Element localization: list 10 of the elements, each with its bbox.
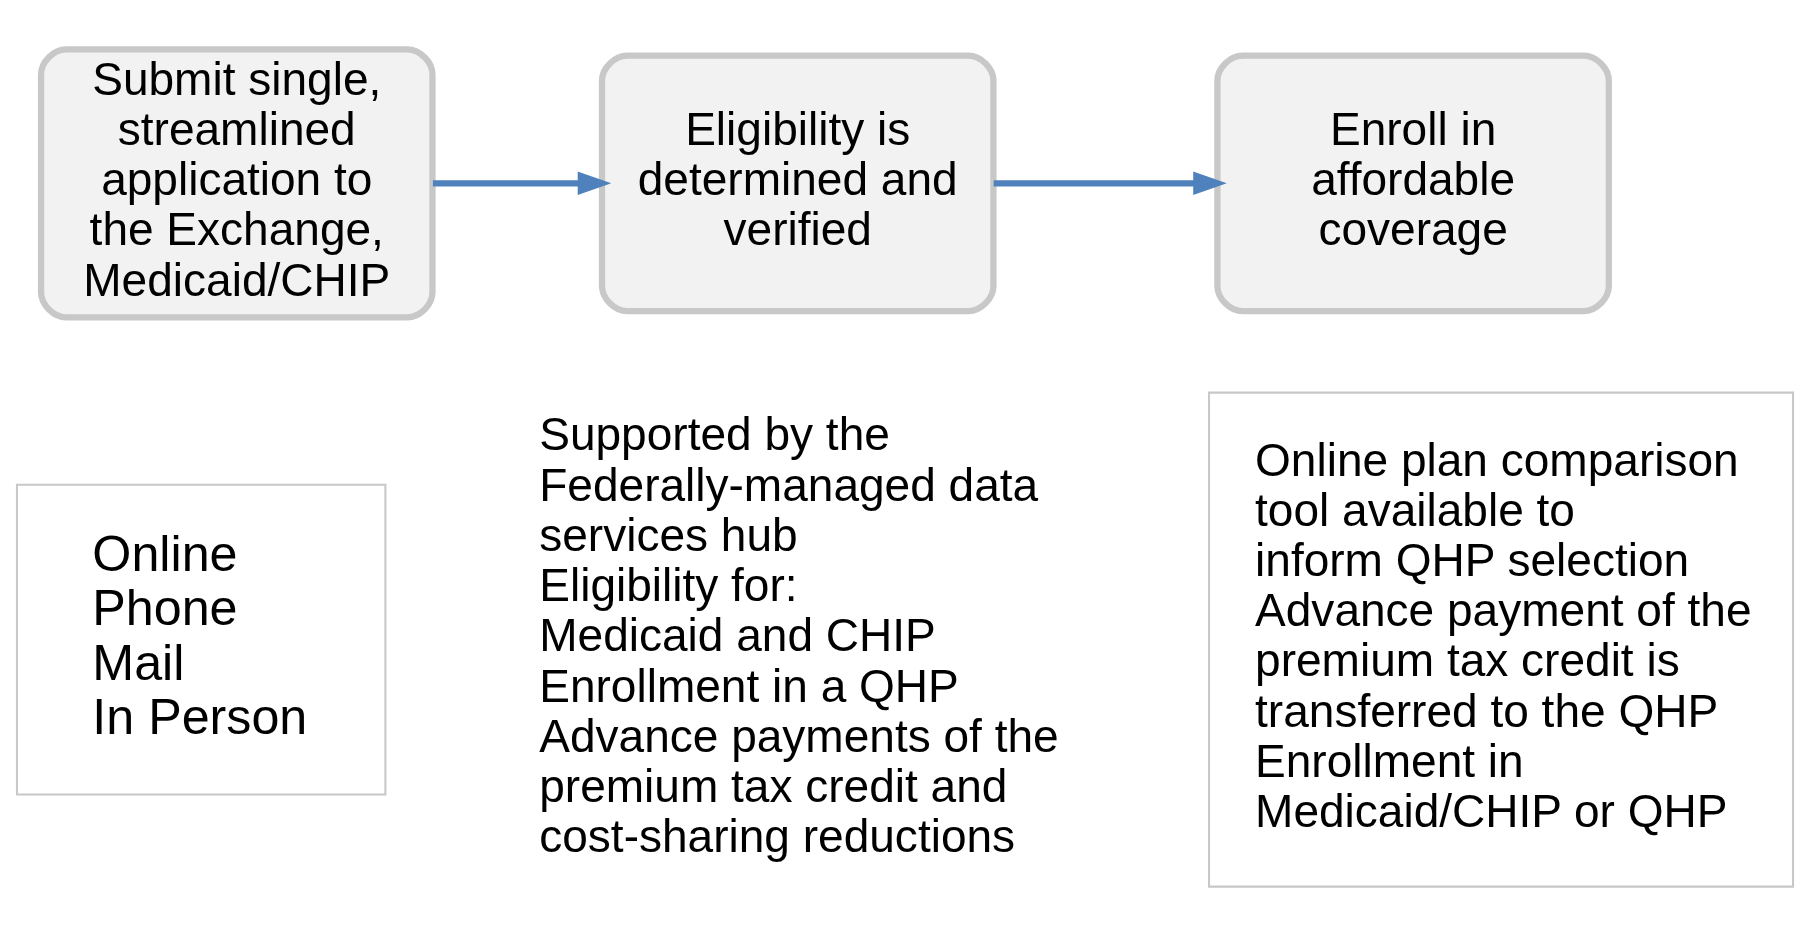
label: Enrollment in a QHP — [539, 659, 959, 712]
arrow — [432, 171, 612, 196]
label: Eligibility for: — [539, 559, 798, 612]
node-box: Online Phone Mail In Person — [15, 483, 387, 796]
node-box: Eligibility is determined and verified — [598, 52, 997, 315]
node-box: Enroll in affordable coverage — [1214, 52, 1612, 315]
label: Supported by the Federally-managed data services hub — [539, 408, 1039, 561]
arrow — [993, 171, 1227, 196]
node-box: Online plan comparison tool available to inform QHP selection Advance payment of the premium tax credit is transferred to the QHP Enrollment in Medicaid/CHIP or QHP — [1208, 391, 1795, 888]
node-box: Submit single, streamlined application to the Exchange, Medicaid/CHIP — [37, 46, 436, 321]
